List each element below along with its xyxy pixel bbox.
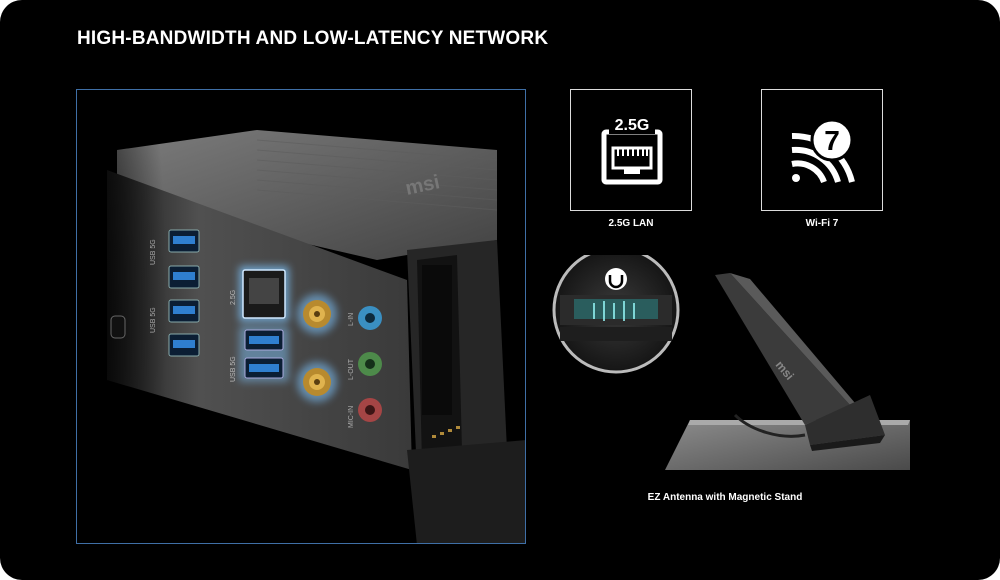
wifi-caption: Wi-Fi 7 <box>805 218 839 229</box>
headline: HIGH-BANDWIDTH AND LOW-LATENCY NETWORK <box>77 28 549 49</box>
io-panel-illustration: msi USB 5G USB 5G <box>77 90 525 543</box>
antenna-illustration: msi <box>550 255 920 480</box>
port-label: L-IN <box>348 313 355 326</box>
port-label: L-OUT <box>348 358 355 380</box>
port-label: 2.5G <box>230 290 237 305</box>
io-panel-photo: msi USB 5G USB 5G <box>76 89 526 544</box>
port-label: MIC-IN <box>348 406 355 428</box>
usb-ports <box>168 229 200 357</box>
wifi-feature-card: 7 <box>761 89 883 211</box>
port-label: USB 5G <box>230 356 237 382</box>
wifi-badge: 7 <box>824 125 840 156</box>
wifi-7-icon: 7 <box>791 118 855 184</box>
ethernet-port-icon: 2.5G <box>601 116 663 185</box>
antenna-caption: EZ Antenna with Magnetic Stand <box>647 492 803 503</box>
lan-caption: 2.5G LAN <box>608 218 654 229</box>
port-label: USB 5G <box>150 239 157 265</box>
port-label: USB 5G <box>150 307 157 333</box>
magnet-icon <box>605 268 627 290</box>
lan-feature-card: 2.5G <box>570 89 692 211</box>
lan-badge: 2.5G <box>615 117 650 134</box>
